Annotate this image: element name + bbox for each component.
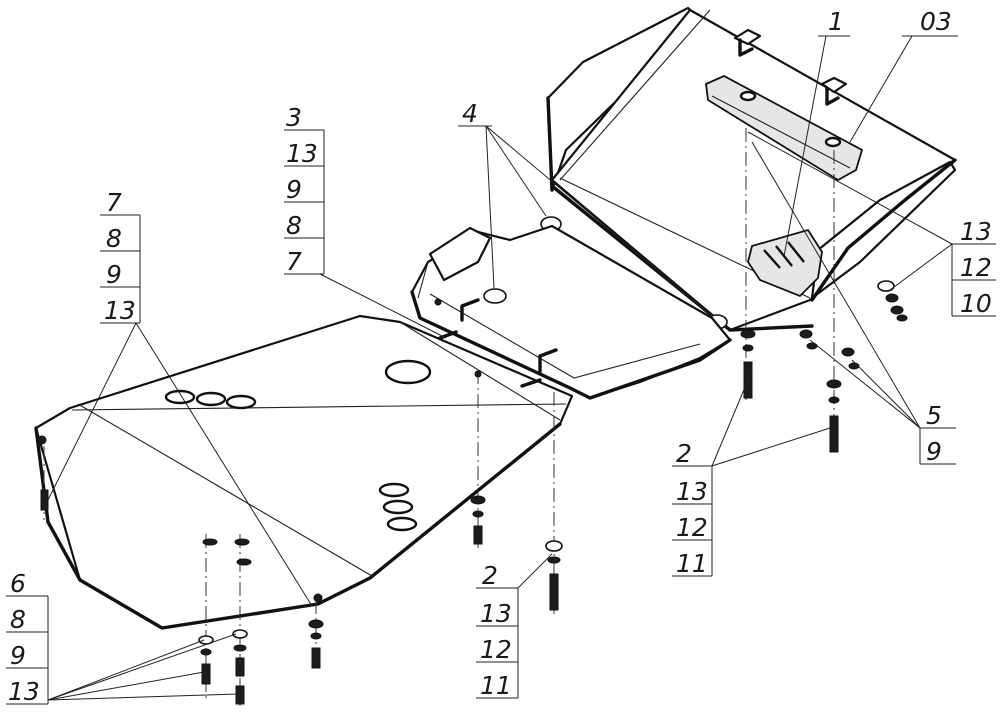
callout-2-mid-11: 11	[480, 671, 512, 700]
callout-1: 1	[828, 7, 844, 36]
fasteners	[40, 128, 908, 706]
callout-3-8: 8	[286, 211, 302, 240]
callout-2-right-11: 11	[676, 549, 708, 578]
callout-2-mid-12: 12	[480, 635, 512, 664]
callout-3-7: 7	[286, 247, 302, 276]
center-skid-plate	[410, 224, 732, 400]
callout-03: 03	[920, 7, 952, 36]
rear-skid-plate	[540, 6, 957, 332]
callout-7-13: 13	[104, 296, 136, 325]
callout-6: 6	[10, 569, 26, 598]
callout-5: 5	[926, 401, 942, 430]
callout-6-9: 9	[10, 641, 26, 670]
callout-6-8: 8	[10, 605, 26, 634]
callout-4: 4	[462, 99, 478, 128]
callout-13-right: 13	[960, 217, 992, 246]
callout-12-right: 12	[960, 253, 992, 282]
callout-7-8: 8	[106, 224, 122, 253]
callout-6-13: 13	[8, 677, 40, 706]
front-skid-plate	[34, 314, 574, 630]
callout-10-right: 10	[960, 289, 992, 318]
callout-3-13: 13	[286, 139, 318, 168]
callout-labels: 03 1 4 3 13 9 8 7 7 8 9 13 13 12 10 5 9 …	[8, 7, 992, 706]
leader-lines	[6, 35, 996, 705]
callout-2-mid: 2	[482, 561, 498, 590]
callout-2-mid-13: 13	[480, 599, 512, 628]
callout-5-9: 9	[926, 437, 942, 466]
callout-7-9: 9	[106, 260, 122, 289]
callout-7: 7	[106, 188, 122, 217]
callout-2-right-13: 13	[676, 477, 708, 506]
callout-3: 3	[286, 103, 302, 132]
callout-2-right: 2	[676, 439, 692, 468]
callout-2-right-12: 12	[676, 513, 708, 542]
callout-3-9: 9	[286, 175, 302, 204]
